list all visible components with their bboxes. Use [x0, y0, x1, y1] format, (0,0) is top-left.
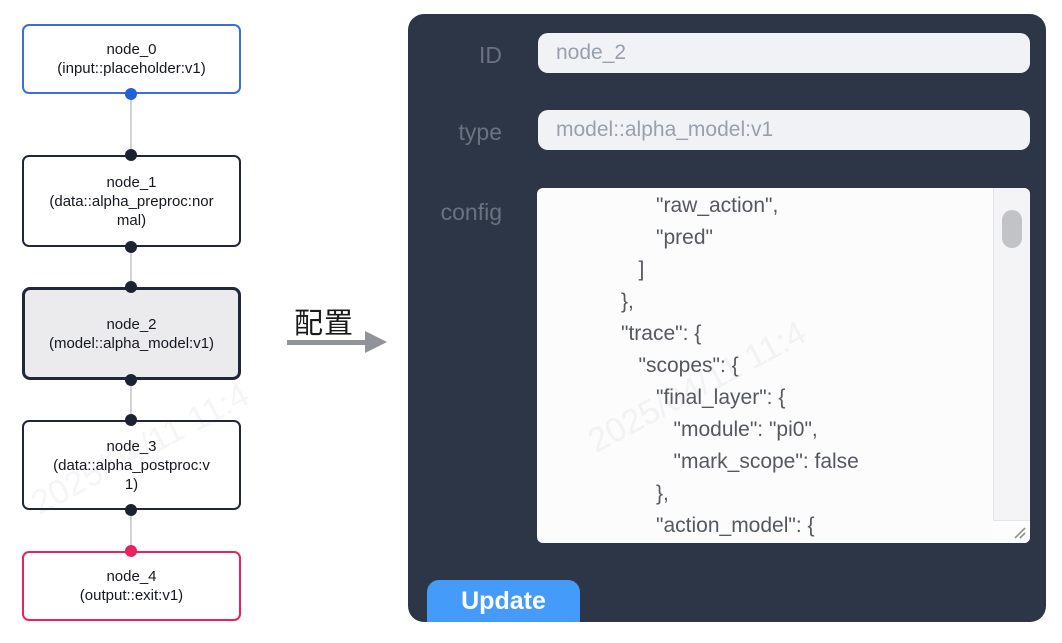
- port-node4-in[interactable]: [125, 545, 137, 557]
- id-field-label: ID: [479, 42, 502, 68]
- node-title: node_3: [106, 437, 157, 455]
- config-editor: "raw_action", "pred" ] }, "trace": { "sc…: [537, 188, 1030, 543]
- port-node2-out[interactable]: [125, 374, 137, 386]
- right-arrow-icon: [287, 340, 367, 345]
- edge-node0-node1: [130, 94, 132, 155]
- node-subtitle: (input::placeholder:v1): [57, 60, 206, 77]
- config-field-label: config: [440, 199, 502, 225]
- node-subtitle: (output::exit:v1): [79, 587, 184, 604]
- node-title: node_4: [106, 568, 157, 585]
- node-subtitle: (data::alpha_postproc:v1): [53, 456, 210, 493]
- port-node3-in[interactable]: [125, 414, 137, 426]
- right-arrow-head-icon: [365, 331, 387, 353]
- port-node3-out[interactable]: [125, 504, 137, 516]
- graph-node-2-selected[interactable]: node_2 (model::alpha_model:v1): [22, 287, 241, 380]
- graph-node-0[interactable]: node_0 (input::placeholder:v1): [22, 24, 241, 94]
- graph-node-1[interactable]: node_1 (data::alpha_preproc:normal): [22, 155, 241, 247]
- port-node1-out[interactable]: [125, 241, 137, 253]
- resize-grip-icon: [1014, 527, 1026, 539]
- update-button[interactable]: Update: [427, 580, 580, 622]
- id-input[interactable]: [538, 33, 1030, 73]
- node-subtitle: (model::alpha_model:v1): [48, 334, 215, 352]
- node-subtitle: (data::alpha_preproc:normal): [49, 192, 214, 229]
- node-title: node_0: [106, 41, 157, 58]
- config-scrollbar-thumb[interactable]: [1002, 210, 1022, 248]
- type-input[interactable]: [538, 110, 1030, 150]
- node-title: node_1: [106, 173, 157, 191]
- panel-canvas: ID type config "raw_action", "pred" ] },…: [392, 0, 1062, 643]
- edge-node1-node2: [130, 247, 132, 287]
- config-json-textarea[interactable]: "raw_action", "pred" ] }, "trace": { "sc…: [621, 194, 859, 537]
- graph-node-4[interactable]: node_4 (output::exit:v1): [22, 551, 241, 621]
- port-node2-in[interactable]: [125, 281, 137, 293]
- configure-label: 配置: [294, 308, 355, 340]
- node-title: node_2: [106, 315, 157, 333]
- port-node1-in[interactable]: [125, 149, 137, 161]
- resize-handle[interactable]: [993, 520, 1030, 543]
- flow-canvas: node_0 (input::placeholder:v1) node_1 (d…: [0, 0, 272, 643]
- node-config-panel: ID type config "raw_action", "pred" ] },…: [408, 14, 1046, 622]
- edge-node3-node4: [130, 510, 132, 551]
- graph-node-3[interactable]: node_3 (data::alpha_postproc:v1): [22, 420, 241, 510]
- type-field-label: type: [458, 119, 502, 145]
- port-node0-out[interactable]: [125, 88, 137, 100]
- edge-node2-node3: [130, 380, 132, 420]
